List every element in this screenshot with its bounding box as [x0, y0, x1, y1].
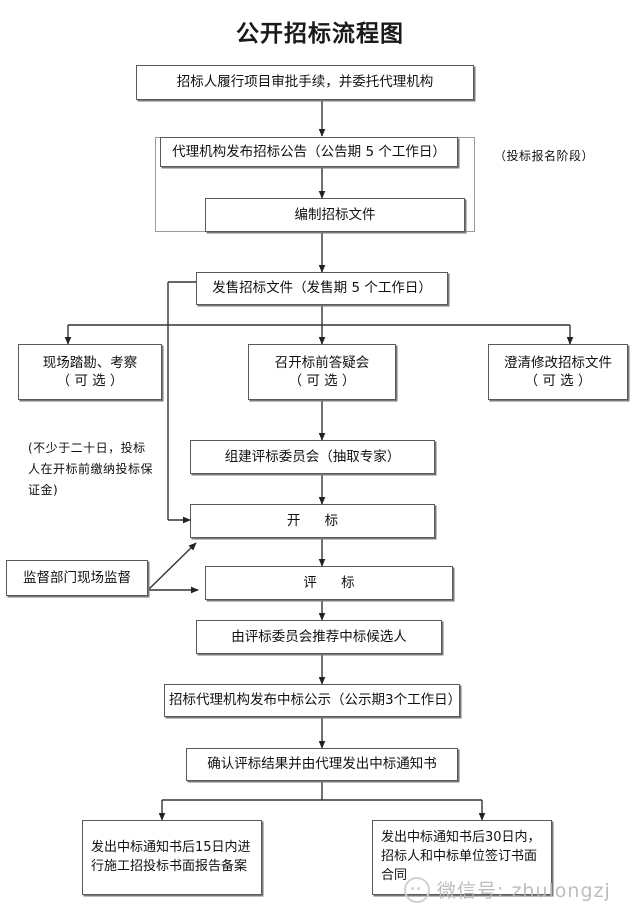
node-bid-evaluation[interactable]: 评 标	[205, 566, 453, 600]
node-sign-contract-30days[interactable]: 发出中标通知书后30日内，招标人和中标单位签订书面合同	[372, 820, 552, 895]
node-pre-bid-meeting[interactable]: 召开标前答疑会 （ 可 选 ）	[248, 344, 396, 400]
page-title: 公开招标流程图	[236, 21, 404, 47]
node-prepare-documents[interactable]: 编制招标文件	[205, 198, 465, 232]
note-registration-stage: （投标报名阶段）	[494, 149, 595, 163]
node-file-report-15days[interactable]: 发出中标通知书后15日内进行施工招投标书面报告备案	[82, 820, 262, 895]
node-project-approval[interactable]: 招标人履行项目审批手续，并委托代理机构	[136, 65, 474, 100]
node-site-survey[interactable]: 现场踏勘、考察 （ 可 选 ）	[18, 344, 162, 400]
node-clarify-documents[interactable]: 澄清修改招标文件 （ 可 选 ）	[488, 344, 628, 400]
node-bid-opening[interactable]: 开 标	[190, 504, 435, 538]
node-form-committee[interactable]: 组建评标委员会（抽取专家）	[190, 440, 435, 474]
node-recommend-candidates[interactable]: 由评标委员会推荐中标候选人	[196, 620, 442, 654]
watermark-text: 微信号: zhulongzj	[437, 880, 611, 902]
node-sell-documents[interactable]: 发售招标文件（发售期 5 个工作日）	[196, 272, 448, 305]
node-publicize-winner[interactable]: 招标代理机构发布中标公示（公示期3个工作日）	[164, 684, 461, 717]
watermark: 微信号: zhulongzj	[404, 876, 611, 903]
chat-bubble-icon	[404, 876, 430, 903]
node-supervision-department[interactable]: 监督部门现场监督	[6, 560, 148, 596]
node-publish-announcement[interactable]: 代理机构发布招标公告（公告期 5 个工作日）	[160, 137, 458, 167]
note-bid-deposit: (不少于二十日，投标人在开标前缴纳投标保证金)	[28, 441, 154, 497]
node-confirm-and-notify[interactable]: 确认评标结果并由代理发出中标通知书	[186, 748, 458, 781]
